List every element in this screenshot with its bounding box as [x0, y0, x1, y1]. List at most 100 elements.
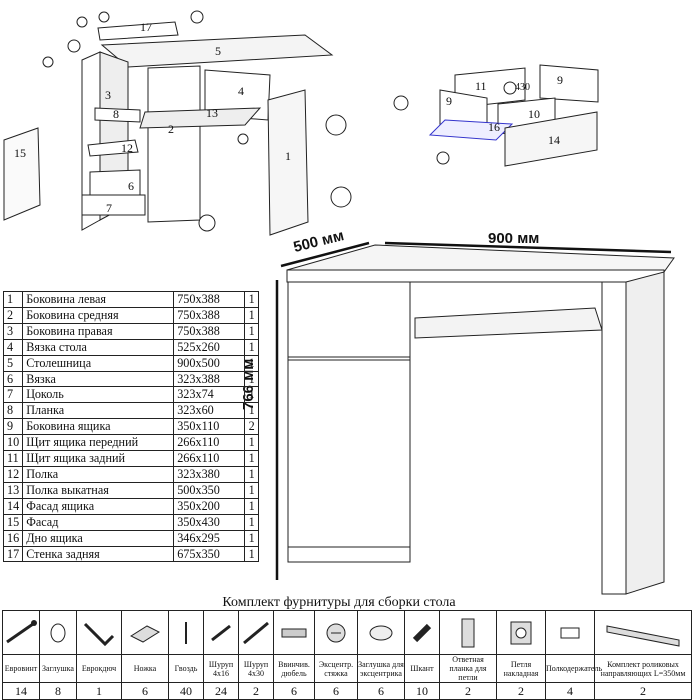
parts-cell-name: Дно ящика: [22, 529, 175, 547]
foot-icon: [121, 610, 169, 655]
parts-cell-name: Цоколь: [22, 386, 175, 404]
parts-cell-size: 750x388: [173, 322, 246, 340]
kit-item-qty: 10: [404, 682, 440, 700]
desk-pullout-shelf: [414, 307, 603, 339]
label-9a: 9: [557, 73, 563, 87]
label-5: 5: [215, 44, 221, 58]
kit-item-qty: 40: [168, 682, 204, 700]
label-10: 10: [528, 107, 540, 121]
parts-cell-size: 323x388: [173, 370, 246, 388]
label-17: 17: [140, 20, 152, 34]
kit-item-name: Евровинт: [2, 654, 40, 683]
parts-cell-qty: 1: [244, 338, 260, 356]
label-430: 430: [515, 82, 530, 93]
parts-cell-qty: 1: [244, 465, 260, 483]
parts-cell-name: Вязка: [22, 370, 175, 388]
kit-item-qty: 2: [238, 682, 274, 700]
parts-cell-name: Боковина средняя: [22, 306, 175, 324]
hex-key-icon: [76, 610, 122, 655]
parts-cell-n: 10: [2, 434, 24, 452]
hinge-plate-icon: [439, 610, 497, 655]
kit-item-qty: 2: [594, 682, 692, 700]
parts-cell-qty: 2: [244, 418, 260, 436]
desk-right-leg-side: [625, 271, 665, 595]
parts-cell-name: Столешница: [22, 354, 175, 372]
parts-cell-n: 12: [2, 465, 24, 483]
parts-cell-name: Вязка стола: [22, 338, 175, 356]
parts-cell-qty: 1: [244, 402, 260, 420]
parts-cell-n: 17: [2, 545, 24, 563]
label-9b: 9: [446, 94, 452, 108]
cam-lock-icon: [314, 610, 358, 655]
dowel-screw-icon: [273, 610, 315, 655]
parts-cell-name: Стенка задняя: [22, 545, 175, 563]
label-16: 16: [488, 120, 500, 134]
label-12: 12: [121, 141, 133, 155]
screw-short-icon: [203, 610, 239, 655]
kit-item-name: Ввинчив. дюбель: [273, 654, 315, 683]
parts-cell-n: 1: [2, 291, 24, 308]
kit-item-qty: 2: [439, 682, 497, 700]
parts-cell-n: 8: [2, 402, 24, 420]
kit-item-name: Гвоздь: [168, 654, 204, 683]
label-15: 15: [14, 146, 26, 160]
parts-cell-qty: 1: [244, 434, 260, 452]
label-7: 7: [106, 201, 112, 215]
parts-cell-qty: 1: [244, 497, 260, 515]
label-14: 14: [548, 133, 560, 147]
cap-icon: [39, 610, 77, 655]
kit-item-name: Заглушка для эксцентрика: [357, 654, 405, 683]
parts-cell-qty: 1: [244, 545, 260, 563]
kit-item-name: Ножка: [121, 654, 169, 683]
label-2: 2: [168, 122, 174, 136]
label-6: 6: [128, 179, 134, 193]
kit-item-name: Комплект роликовых направляющих L=350мм: [594, 654, 692, 683]
parts-cell-size: 525x260: [173, 338, 246, 356]
cam-cap-icon: [357, 610, 405, 655]
parts-cell-qty: 1: [244, 291, 260, 308]
parts-cell-n: 5: [2, 354, 24, 372]
hinge-icon: [496, 610, 546, 655]
parts-cell-size: 323x380: [173, 465, 246, 483]
shelf-12: [87, 139, 139, 157]
parts-cell-size: 323x60: [173, 402, 246, 420]
parts-cell-name: Боковина правая: [22, 322, 175, 340]
kit-item-qty: 14: [2, 682, 40, 700]
parts-cell-size: 750x388: [173, 306, 246, 324]
panel-17-back: [97, 21, 179, 41]
parts-cell-name: Щит ящика передний: [22, 434, 175, 452]
parts-cell-name: Фасад ящика: [22, 497, 175, 515]
parts-cell-n: 15: [2, 513, 24, 531]
label-13: 13: [206, 106, 218, 120]
kit-item-name: Шкант: [404, 654, 440, 683]
parts-cell-name: Полка: [22, 465, 175, 483]
kit-item-name: Полкодержатель: [545, 654, 602, 683]
kit-item-qty: 1: [76, 682, 122, 700]
parts-cell-qty: 1: [244, 354, 260, 372]
parts-cell-qty: 1: [244, 386, 260, 404]
parts-cell-n: 13: [2, 481, 24, 499]
drawer-side-9a: [539, 64, 599, 103]
drawer-bottom-16: [428, 119, 514, 141]
kit-item-qty: 6: [121, 682, 169, 700]
label-1: 1: [285, 149, 291, 163]
panel-2-side: [147, 65, 201, 223]
kit-item-name: Заглушка: [39, 654, 77, 683]
parts-cell-size: 346x295: [173, 529, 246, 547]
assembly-illustration: 17 5 3 4 8 2 13 12 6 7 15 1 11 9 9 10 16…: [3, 10, 675, 595]
parts-cell-name: Боковина ящика: [22, 418, 175, 436]
kit-item-name: Ответная планка для петли: [439, 654, 497, 683]
desk-door: [287, 359, 411, 548]
parts-cell-name: Планка: [22, 402, 175, 420]
